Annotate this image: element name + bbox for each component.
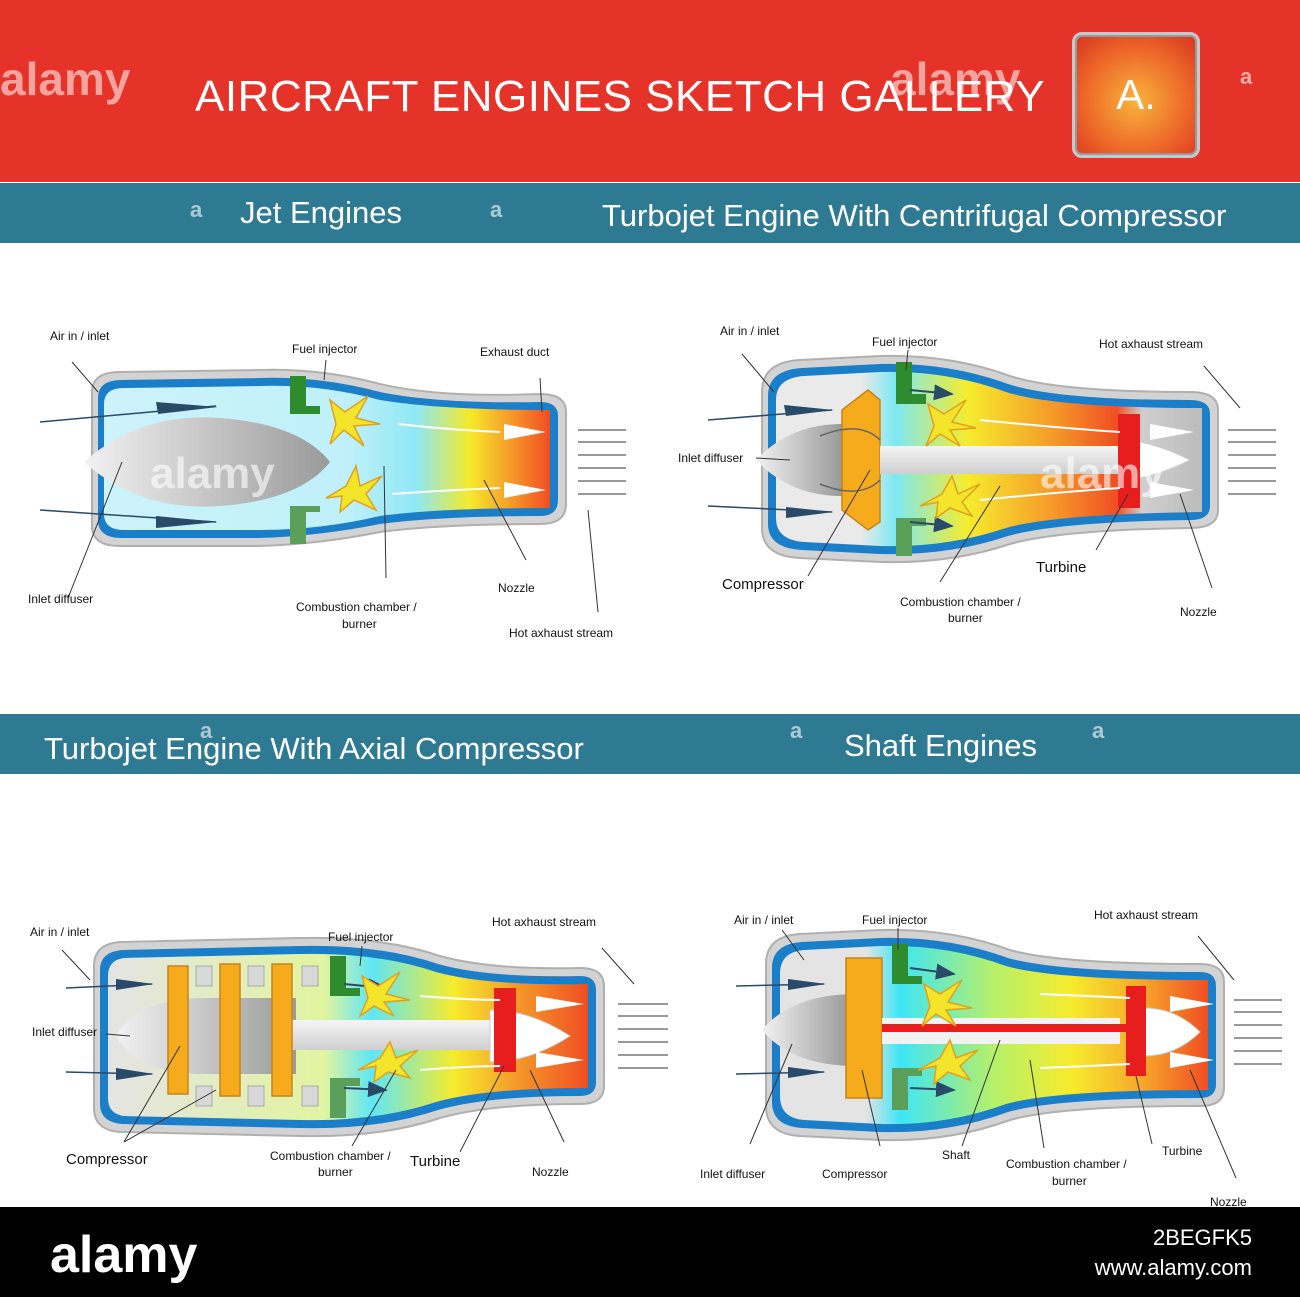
- label-inlet-diffuser: Inlet diffuser: [700, 1167, 765, 1181]
- label-fuel-injector: Fuel injector: [292, 342, 357, 356]
- watermark-small: a: [200, 718, 213, 743]
- watermark-small: a: [790, 718, 803, 743]
- label-burner: burner: [1052, 1174, 1087, 1188]
- label-compressor: Compressor: [722, 576, 804, 593]
- label-inlet-diffuser: Inlet diffuser: [28, 592, 93, 606]
- section-title-centrifugal: Turbojet Engine With Centrifugal Compres…: [602, 198, 1227, 233]
- footer-logo: alamy: [50, 1226, 198, 1284]
- watermark-small: a: [490, 197, 503, 222]
- diagram-shaft-engine: Air in / inlet Fuel injector Hot axhaust…: [700, 908, 1282, 1207]
- label-exhaust-duct: Exhaust duct: [480, 345, 550, 359]
- footer-image-id: 2BEGFK5: [1152, 1225, 1252, 1250]
- section-title-jet-engines: Jet Engines: [240, 195, 402, 230]
- label-compressor: Compressor: [66, 1151, 148, 1168]
- watermark-small: a: [1092, 718, 1105, 743]
- label-hot-exhaust: Hot axhaust stream: [1094, 908, 1198, 922]
- label-nozzle: Nozzle: [1210, 1195, 1247, 1207]
- label-turbine: Turbine: [410, 1153, 460, 1170]
- label-burner: burner: [948, 611, 983, 625]
- badge-icon: A.: [1072, 32, 1200, 158]
- header-banner: alamy alamy a AIRCRAFT ENGINES SKETCH GA…: [0, 0, 1300, 182]
- label-compressor: Compressor: [822, 1167, 887, 1181]
- label-air-in: Air in / inlet: [720, 324, 780, 338]
- engine-diagrams: Air in / inlet Fuel injector Exhaust duc…: [28, 324, 1282, 1207]
- label-fuel-injector: Fuel injector: [862, 913, 927, 927]
- badge-letter: A.: [1116, 71, 1156, 118]
- label-inlet-diffuser: Inlet diffuser: [32, 1025, 97, 1039]
- watermark-right: alamy: [890, 53, 1021, 105]
- section-band-bottom: a a a Turbojet Engine With Axial Compres…: [0, 714, 1300, 774]
- label-combustion-chamber: Combustion chamber /: [1006, 1157, 1127, 1171]
- diagram-centrifugal-turbojet: Air in / inlet Fuel injector Hot axhaust…: [678, 324, 1276, 625]
- section-title-axial: Turbojet Engine With Axial Compressor: [44, 731, 584, 766]
- label-combustion-chamber: Combustion chamber /: [900, 595, 1021, 609]
- label-combustion-chamber: Combustion chamber /: [296, 600, 417, 614]
- label-burner: burner: [318, 1165, 353, 1179]
- label-air-in: Air in / inlet: [734, 913, 794, 927]
- watermark-diagram: alamy: [1040, 449, 1165, 498]
- section-title-shaft: Shaft Engines: [844, 728, 1038, 763]
- watermark-small-header: a: [1240, 64, 1253, 89]
- diagram-axial-turbojet: Air in / inlet Fuel injector Hot axhaust…: [30, 915, 668, 1179]
- label-air-in: Air in / inlet: [30, 925, 90, 939]
- label-air-in: Air in / inlet: [50, 329, 110, 343]
- footer-url: www.alamy.com: [1094, 1255, 1252, 1280]
- watermark-small: a: [190, 197, 203, 222]
- label-shaft: Shaft: [942, 1148, 971, 1162]
- section-band-top: a a Jet Engines Turbojet Engine With Cen…: [0, 183, 1300, 243]
- diagram-jet-engine: Air in / inlet Fuel injector Exhaust duc…: [28, 329, 626, 640]
- label-nozzle: Nozzle: [532, 1165, 569, 1179]
- watermark-diagram: alamy: [150, 449, 275, 498]
- label-turbine: Turbine: [1162, 1144, 1203, 1158]
- label-nozzle: Nozzle: [1180, 605, 1217, 619]
- label-fuel-injector: Fuel injector: [328, 930, 393, 944]
- label-nozzle: Nozzle: [498, 581, 535, 595]
- page-title: AIRCRAFT ENGINES SKETCH GALLERY: [195, 72, 1046, 121]
- label-inlet-diffuser: Inlet diffuser: [678, 451, 743, 465]
- footer-bar: alamy 2BEGFK5 www.alamy.com: [0, 1207, 1300, 1297]
- label-fuel-injector: Fuel injector: [872, 335, 937, 349]
- watermark-left: alamy: [0, 53, 131, 105]
- label-turbine: Turbine: [1036, 559, 1086, 576]
- label-combustion-chamber: Combustion chamber /: [270, 1149, 391, 1163]
- label-hot-exhaust: Hot axhaust stream: [509, 626, 613, 640]
- label-hot-exhaust: Hot axhaust stream: [1099, 337, 1203, 351]
- label-hot-exhaust: Hot axhaust stream: [492, 915, 596, 929]
- label-burner: burner: [342, 617, 377, 631]
